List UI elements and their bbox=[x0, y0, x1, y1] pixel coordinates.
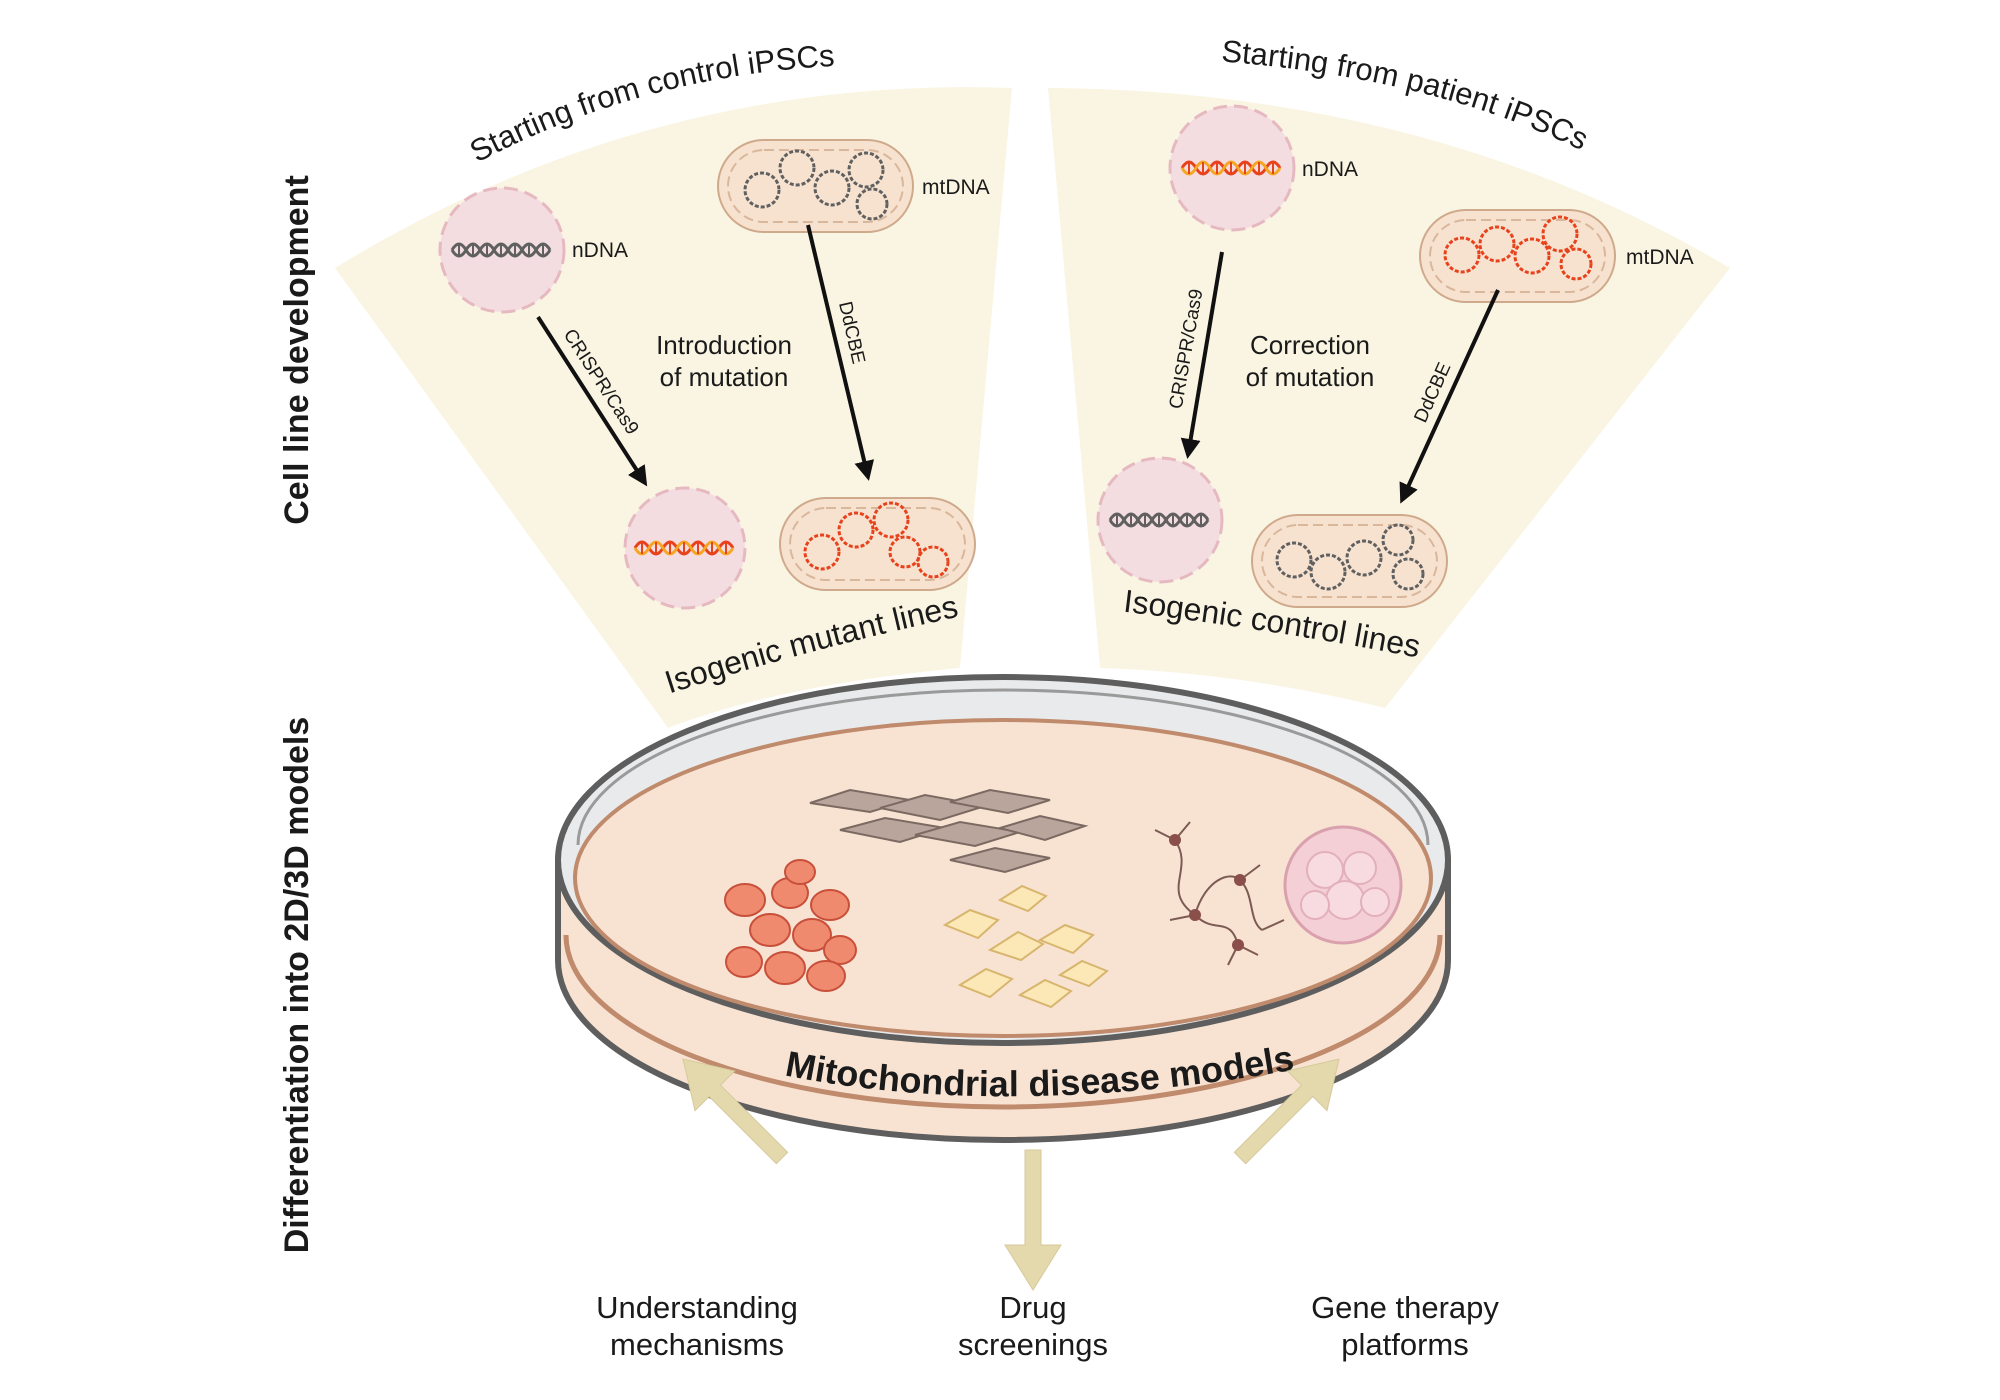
wildtype-dna-helix-icon bbox=[450, 242, 552, 258]
right-ndna-label: nDNA bbox=[1302, 158, 1358, 181]
mutant-mtdna-ring-icon bbox=[872, 501, 910, 539]
mtdna-ring-icon bbox=[847, 151, 885, 189]
application-gene-therapy-line2: platforms bbox=[1341, 1327, 1468, 1362]
mutant-mtdna-ring-icon bbox=[1541, 215, 1579, 253]
arrow-drug-screenings bbox=[1004, 1149, 1062, 1291]
left-ddcbe-arrow bbox=[806, 224, 875, 481]
right-action-line1: Correction bbox=[1250, 330, 1370, 360]
mutant-mtdna-ring-icon bbox=[1513, 237, 1551, 275]
left-control-nucleus bbox=[438, 186, 566, 314]
arrow-gene-therapy-platforms bbox=[1233, 1058, 1340, 1165]
right-mtdna-label: mtDNA bbox=[1626, 246, 1694, 269]
application-drug-line2: screenings bbox=[958, 1327, 1108, 1362]
right-ddcbe-arrow bbox=[1399, 289, 1500, 504]
wildtype-dna-helix-icon bbox=[1108, 512, 1210, 528]
mtdna-ring-icon bbox=[1381, 523, 1415, 557]
mtdna-ring-icon bbox=[743, 171, 781, 209]
left-ndna-label: nDNA bbox=[572, 239, 628, 262]
right-corrected-mitochondrion bbox=[1251, 514, 1448, 608]
right-action-line2: of mutation bbox=[1246, 362, 1375, 392]
mtdna-ring-icon bbox=[1345, 539, 1383, 577]
mutant-mtdna-ring-icon bbox=[1559, 247, 1593, 281]
application-understanding-line1: Understanding bbox=[596, 1290, 798, 1325]
mtdna-ring-icon bbox=[1275, 541, 1313, 579]
mtdna-ring-icon bbox=[855, 187, 889, 221]
mtdna-ring-icon bbox=[778, 149, 816, 187]
fibroblasts-icon bbox=[809, 788, 1089, 874]
mutant-mtdna-ring-icon bbox=[916, 545, 950, 579]
left-crispr-arrow bbox=[536, 315, 648, 487]
right-corrected-nucleus bbox=[1096, 456, 1224, 584]
side-label-cell-line-development: Cell line development bbox=[278, 175, 316, 525]
arrow-understanding-mechanisms bbox=[682, 1058, 789, 1165]
left-mutant-nucleus bbox=[623, 486, 747, 610]
astrocytes-icon bbox=[942, 884, 1109, 1009]
mutant-mtdna-ring-icon bbox=[837, 511, 875, 549]
mutant-dna-helix-icon bbox=[633, 540, 735, 556]
left-action-line2: of mutation bbox=[660, 362, 789, 392]
application-gene-therapy-line1: Gene therapy bbox=[1311, 1290, 1499, 1325]
mtdna-ring-icon bbox=[1391, 557, 1425, 591]
mutant-mtdna-ring-icon bbox=[1478, 225, 1516, 263]
cardiomyocytes-icon bbox=[724, 859, 857, 992]
right-patient-mitochondrion bbox=[1419, 209, 1616, 303]
mtdna-ring-icon bbox=[1309, 553, 1347, 591]
organoid-icon bbox=[1283, 825, 1403, 945]
left-mtdna-label: mtDNA bbox=[922, 176, 990, 199]
mutant-dna-helix-icon bbox=[1180, 160, 1282, 176]
side-label-differentiation: Differentiation into 2D/3D models bbox=[278, 717, 316, 1254]
application-understanding-line2: mechanisms bbox=[610, 1327, 784, 1362]
neurons-icon bbox=[1154, 821, 1285, 966]
right-patient-nucleus bbox=[1168, 104, 1296, 232]
left-control-mitochondrion bbox=[717, 139, 914, 233]
left-action-line1: Introduction bbox=[656, 330, 792, 360]
mutant-mtdna-ring-icon bbox=[1443, 236, 1481, 274]
right-crispr-arrow bbox=[1180, 251, 1224, 459]
mutant-mtdna-ring-icon bbox=[803, 533, 841, 571]
left-mutant-mitochondrion bbox=[779, 497, 976, 591]
mtdna-ring-icon bbox=[813, 169, 851, 207]
application-drug-line1: Drug bbox=[999, 1290, 1066, 1325]
